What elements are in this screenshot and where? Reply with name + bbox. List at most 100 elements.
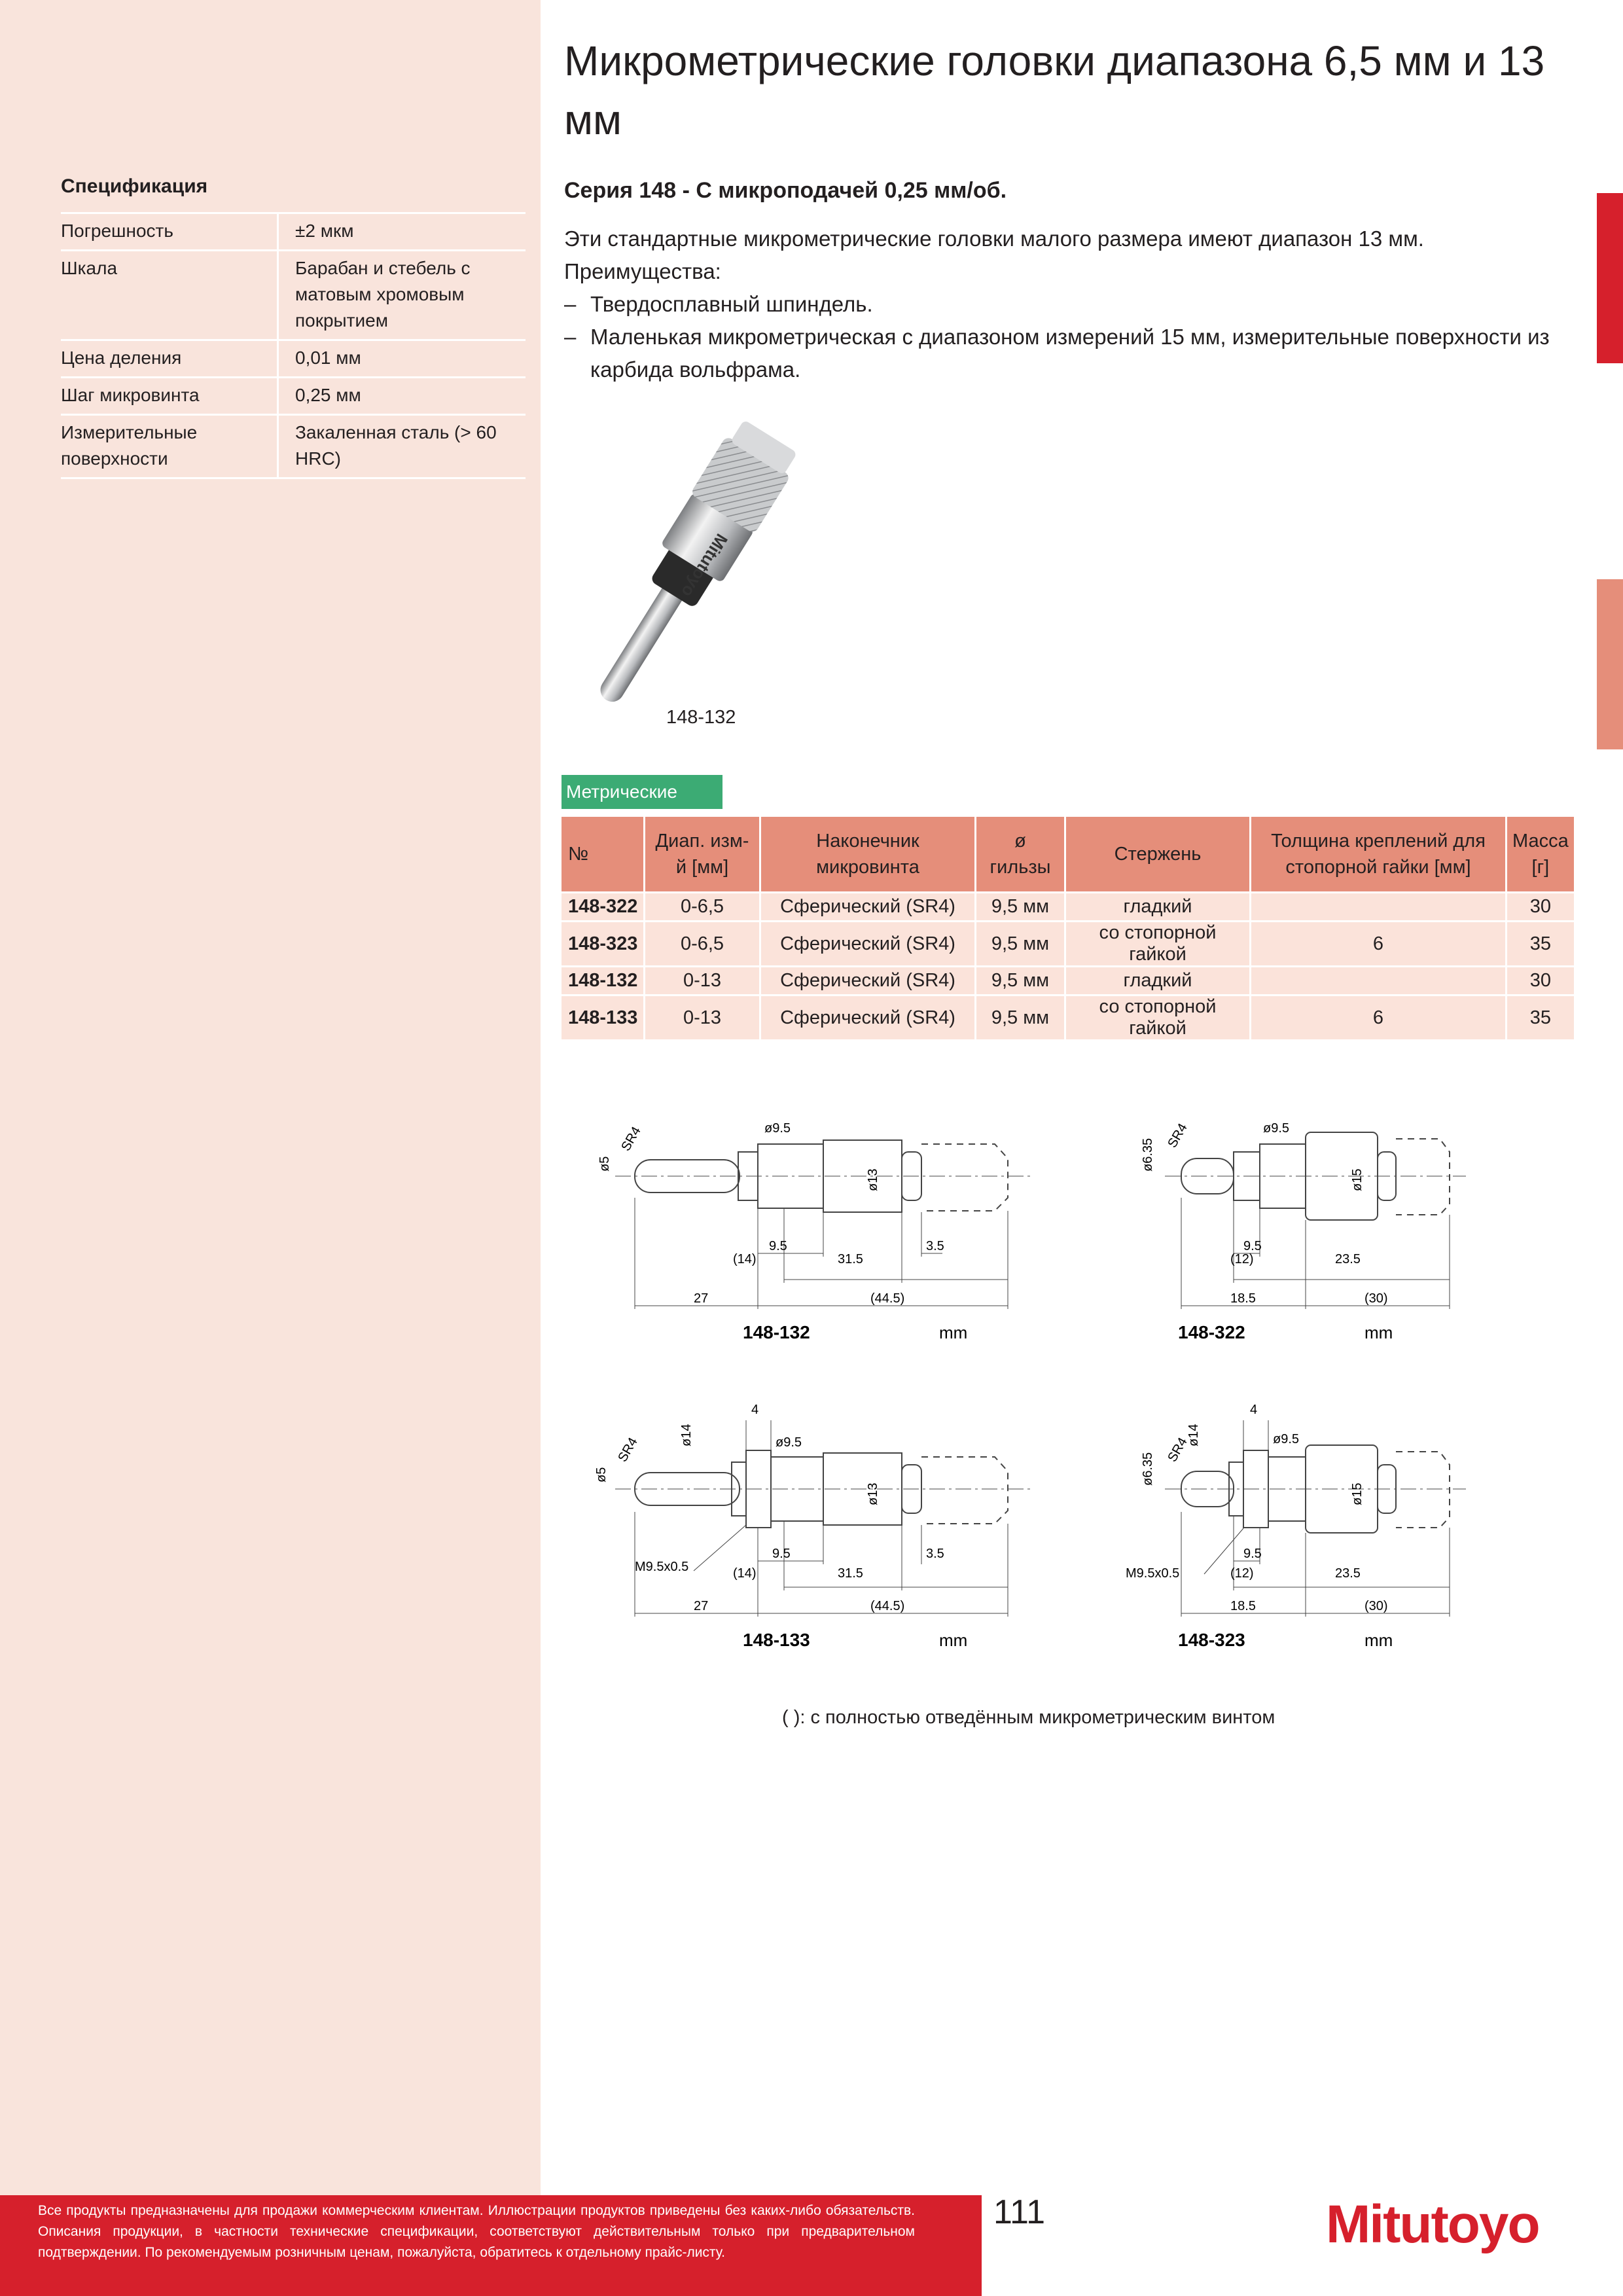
dim-label: (44.5) — [870, 1599, 904, 1613]
drawing-unit: mm — [1364, 1630, 1393, 1650]
sr-label: SR4 — [1165, 1121, 1190, 1151]
cell — [1250, 892, 1507, 922]
spec-row: Погрешность±2 мкм — [61, 212, 526, 251]
cell: 0-13 — [644, 966, 761, 996]
section-tab-salmon — [1597, 579, 1623, 749]
nut-thickness-label: 4 — [1250, 1403, 1257, 1417]
cell: 9,5 мм — [975, 892, 1066, 922]
cell-number: 148-133 — [562, 995, 645, 1041]
cell: со стопорной гайкой — [1065, 921, 1251, 967]
sr-label: SR4 — [618, 1124, 644, 1154]
spec-key: Измерительные поверхности — [61, 414, 279, 479]
page-number: 111 — [993, 2193, 1046, 2231]
section-tab-red — [1597, 193, 1623, 363]
sleeve-dia-label: ø9.5 — [764, 1121, 791, 1136]
thread-label: M9.5x0.5 — [635, 1560, 688, 1574]
advantages-list: Твердосплавный шпиндель. Маленькая микро… — [564, 288, 1559, 386]
dim-label: 9.5 — [769, 1239, 787, 1253]
cell: гладкий — [1065, 966, 1251, 996]
spec-key: Цена деления — [61, 340, 279, 378]
dim-label: 23.5 — [1335, 1566, 1361, 1581]
nut-thickness-label: 4 — [751, 1403, 758, 1417]
dim-label: (14) — [733, 1566, 757, 1581]
drawing-model: 148-322 — [1178, 1322, 1245, 1342]
barrel-dia-label: ø15 — [1350, 1483, 1364, 1505]
cell: 35 — [1506, 995, 1576, 1041]
nut-dia-label: ø14 — [1186, 1424, 1201, 1446]
cell: 30 — [1506, 966, 1576, 996]
dim-label: 27 — [694, 1599, 708, 1613]
dim-label: 9.5 — [1243, 1547, 1262, 1561]
series-subtitle: Серия 148 - С микроподачей 0,25 мм/об. — [564, 178, 1007, 203]
tip-dia-label: ø5 — [594, 1467, 609, 1482]
tip-dia-label: ø6.35 — [1141, 1138, 1155, 1172]
footer-band — [0, 2195, 982, 2296]
cell: 30 — [1506, 892, 1576, 922]
tip-dia-label: ø5 — [597, 1157, 612, 1172]
dim-label: (30) — [1364, 1291, 1388, 1306]
table-header-row: № Диап. изм-й [мм] Наконечник микровинта… — [562, 817, 1576, 893]
spec-value: Барабан и стебель с матовым хромовым пок… — [277, 250, 526, 341]
dim-label: 9.5 — [1243, 1239, 1262, 1253]
list-item: Маленькая микрометрическая с диапазоном … — [564, 321, 1559, 386]
dim-label: 3.5 — [926, 1547, 944, 1561]
cell: 9,5 мм — [975, 921, 1066, 967]
sleeve-dia-label: ø9.5 — [776, 1435, 802, 1450]
drawing-unit: mm — [939, 1323, 967, 1342]
col-header: ø гильзы — [975, 817, 1066, 893]
spec-heading: Спецификация — [61, 175, 208, 197]
cell-number: 148-322 — [562, 892, 645, 922]
dim-label: (44.5) — [870, 1291, 904, 1306]
cell: Сферический (SR4) — [760, 966, 976, 996]
drawing-unit: mm — [1364, 1323, 1393, 1342]
tip-dia-label: ø6.35 — [1141, 1452, 1155, 1486]
list-item: Твердосплавный шпиндель. — [564, 288, 1559, 321]
drawing-model: 148-133 — [743, 1630, 810, 1650]
spec-key: Погрешность — [61, 212, 279, 251]
drawing-148-132: ø5 SR4 ø9.5 ø13 9.5 3.5 (14) 31.5 27 (44… — [597, 1121, 1034, 1342]
cell: 9,5 мм — [975, 966, 1066, 996]
drawing-148-133: ø5 SR4 ø14 4 ø9.5 ø13 M9.5x0.5 9.5 3.5 (… — [594, 1403, 1034, 1650]
barrel-dia-label: ø15 — [1350, 1169, 1364, 1191]
cell: 0-13 — [644, 995, 761, 1041]
intro-paragraph: Эти стандартные микрометрические головки… — [564, 226, 1424, 283]
drawing-model: 148-323 — [1178, 1630, 1245, 1650]
spec-value: Закаленная сталь (> 60 HRC) — [277, 414, 526, 479]
sr-label: SR4 — [615, 1435, 641, 1465]
col-header: Наконечник микровинта — [760, 817, 976, 893]
col-header: Толщина креплений для стопорной гайки [м… — [1250, 817, 1507, 893]
dim-label: 31.5 — [838, 1566, 863, 1581]
product-photo: Mitutoyo — [600, 422, 796, 702]
dim-label: (12) — [1230, 1252, 1254, 1266]
cell: 35 — [1506, 921, 1576, 967]
cell: Сферический (SR4) — [760, 995, 976, 1041]
thread-label: M9.5x0.5 — [1126, 1566, 1179, 1581]
footer-disclaimer: Все продукты предназначены для продажи к… — [38, 2203, 915, 2260]
cell: 6 — [1250, 921, 1507, 967]
spec-value: ±2 мкм — [277, 212, 526, 251]
spec-key: Шкала — [61, 250, 279, 341]
nut-dia-label: ø14 — [679, 1424, 694, 1446]
photo-caption: 148-132 — [666, 707, 736, 728]
cell: гладкий — [1065, 892, 1251, 922]
col-header: № — [562, 817, 645, 893]
cell: 9,5 мм — [975, 995, 1066, 1041]
dim-label: 3.5 — [926, 1239, 944, 1253]
cell: 0-6,5 — [644, 892, 761, 922]
dim-label: 31.5 — [838, 1252, 863, 1266]
col-header: Стержень — [1065, 817, 1251, 893]
sleeve-dia-label: ø9.5 — [1273, 1432, 1299, 1446]
barrel-dia-label: ø13 — [866, 1169, 880, 1191]
dim-label: (30) — [1364, 1599, 1388, 1613]
dim-label: 18.5 — [1230, 1291, 1256, 1306]
cell: Сферический (SR4) — [760, 892, 976, 922]
